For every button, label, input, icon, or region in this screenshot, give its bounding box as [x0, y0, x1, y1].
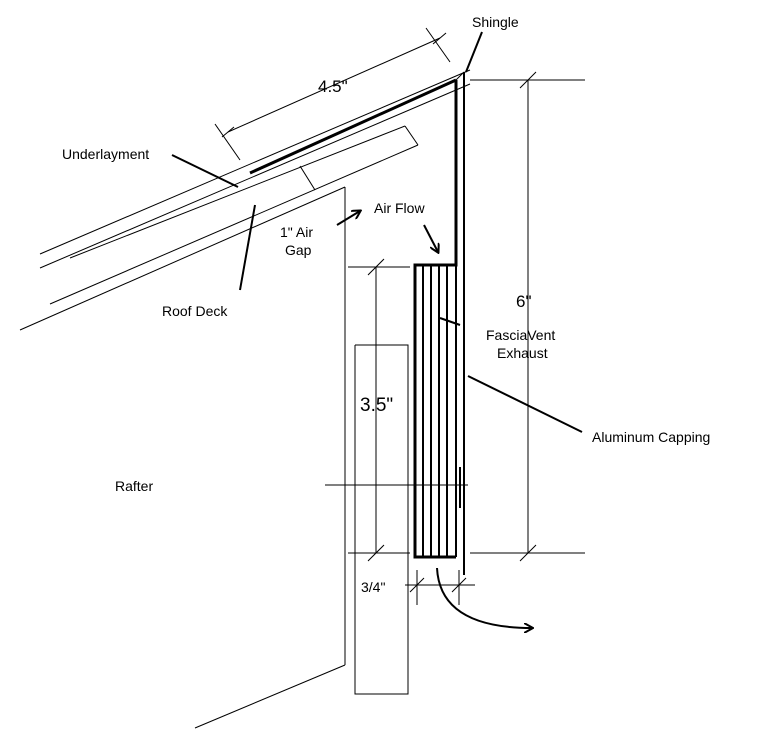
aluminum-capping-label: Aluminum Capping	[592, 429, 710, 445]
dimension-vent-height	[348, 258, 410, 562]
total-height-dimension: 6"	[516, 292, 532, 311]
fasciavent-label-line2: Exhaust	[497, 345, 548, 361]
dimension-total-height	[470, 71, 585, 562]
shingle-and-capping	[249, 71, 465, 575]
fasciavent-fins	[422, 265, 457, 557]
air-flow-label: Air Flow	[374, 200, 425, 216]
rafter-block	[354, 344, 409, 695]
rafter-label: Rafter	[115, 478, 153, 494]
shingle-label: Shingle	[472, 14, 519, 30]
underlayment-label: Underlayment	[62, 146, 149, 162]
fasciavent-label-line1: FasciaVent	[486, 327, 555, 343]
dimension-shingle-width	[214, 27, 451, 161]
air-gap-label-line2: Gap	[285, 242, 312, 258]
air-gap-label-line1: 1" Air	[280, 224, 313, 240]
leader-lines	[171, 31, 583, 433]
roof-deck-label: Roof Deck	[162, 303, 228, 319]
air-flow-arrows	[336, 211, 532, 628]
roof-deck-boards	[19, 69, 471, 331]
rafter-outline	[194, 187, 346, 729]
shingle-width-dimension: 4.5"	[318, 77, 348, 96]
vent-thickness-dimension: 3/4"	[361, 579, 385, 595]
vent-height-dimension: 3.5"	[360, 395, 393, 416]
